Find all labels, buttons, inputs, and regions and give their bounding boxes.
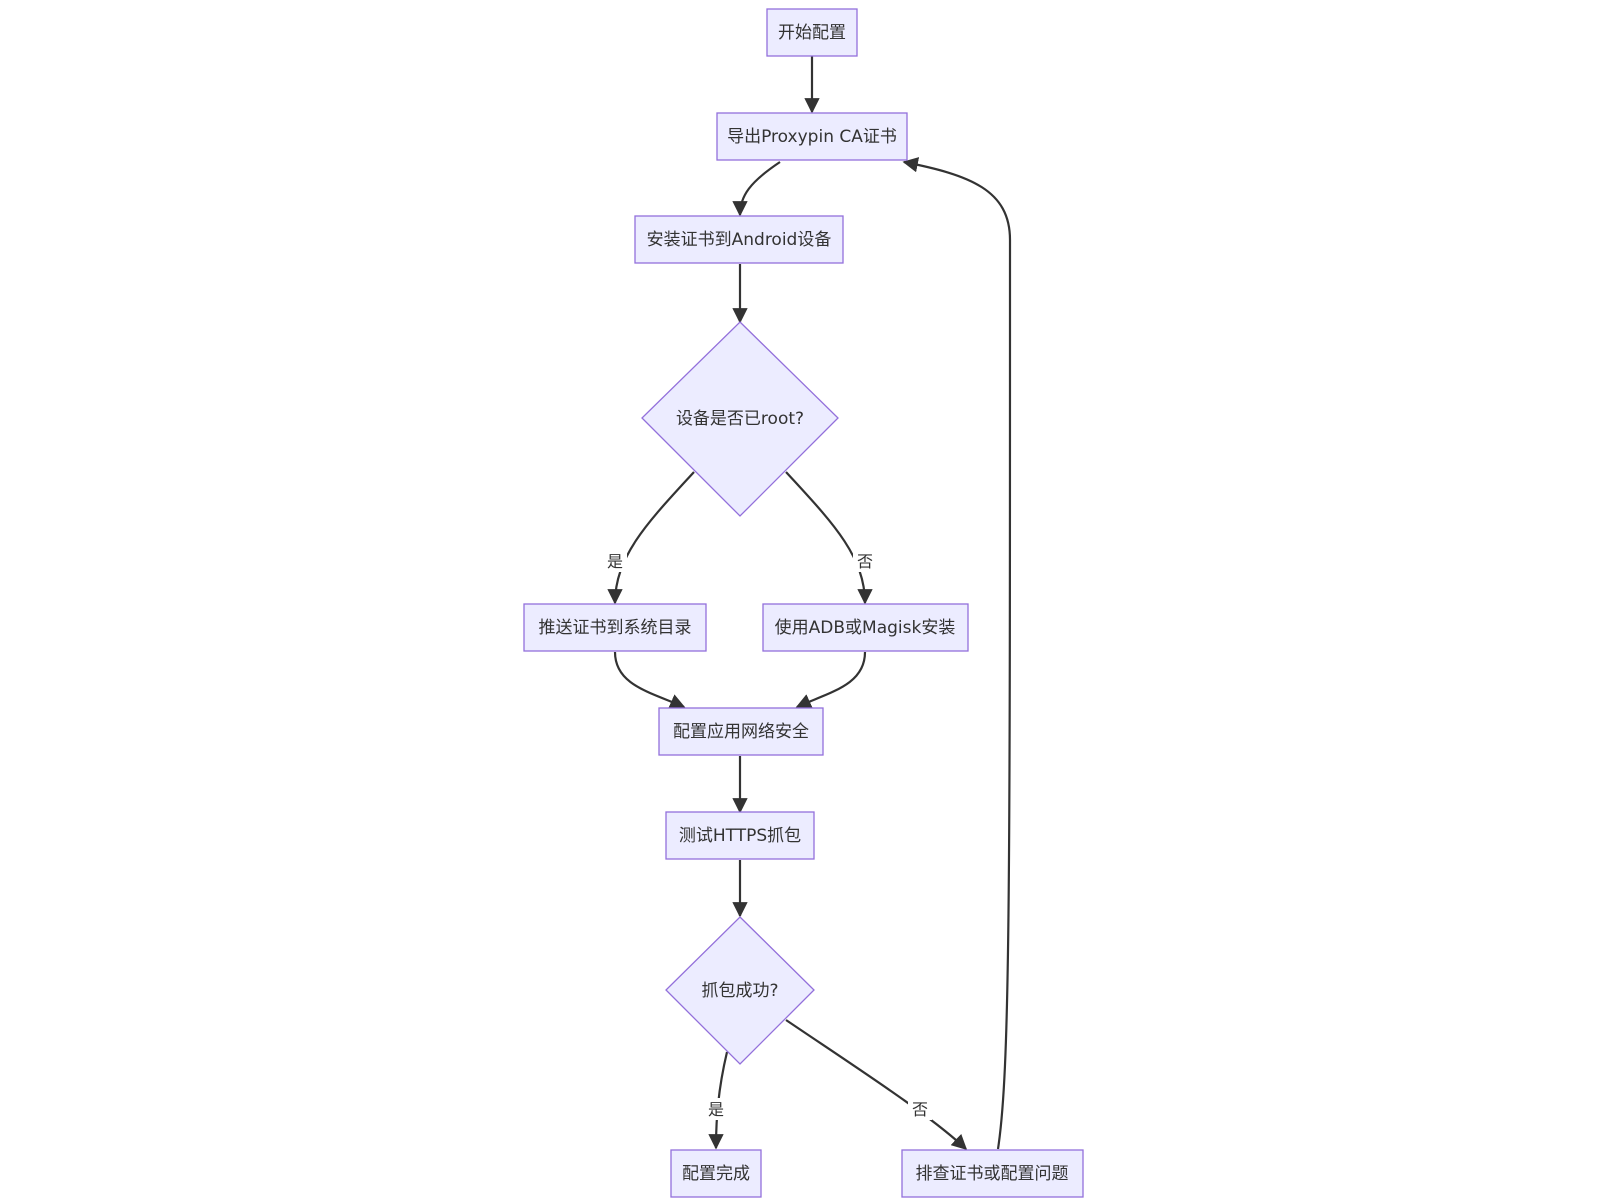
edge-labels: 是 否 是 否 bbox=[603, 550, 932, 1120]
node-start: 开始配置 bbox=[766, 8, 858, 57]
edge-debug-export bbox=[902, 157, 1012, 1150]
node-rooted-decision: 设备是否已root? bbox=[641, 321, 839, 517]
node-debug: 排查证书或配置问题 bbox=[901, 1149, 1084, 1198]
edge-export-install bbox=[732, 161, 781, 217]
node-netsec: 配置应用网络安全 bbox=[658, 707, 824, 756]
node-success-label: 抓包成功? bbox=[701, 981, 778, 1001]
edge-adb-netsec bbox=[795, 651, 867, 709]
node-start-label: 开始配置 bbox=[778, 23, 846, 43]
node-export: 导出Proxypin CA证书 bbox=[716, 112, 908, 161]
node-install: 安装证书到Android设备 bbox=[634, 215, 844, 264]
edge-push-netsec bbox=[613, 651, 686, 709]
nodes: 开始配置 导出Proxypin CA证书 安装证书到Android设备 设备是否… bbox=[523, 8, 1084, 1198]
node-adb: 使用ADB或Magisk安装 bbox=[762, 603, 969, 652]
edge-label-rooted-yes: 是 bbox=[607, 552, 623, 571]
edge-success-debug bbox=[785, 1019, 968, 1151]
edge-rooted-push bbox=[607, 471, 695, 605]
node-netsec-label: 配置应用网络安全 bbox=[673, 722, 809, 742]
edge-label-success-no: 否 bbox=[912, 1100, 928, 1119]
node-done: 配置完成 bbox=[670, 1149, 762, 1198]
node-test: 测试HTTPS抓包 bbox=[665, 811, 815, 860]
node-done-label: 配置完成 bbox=[682, 1164, 750, 1184]
node-rooted-label: 设备是否已root? bbox=[676, 409, 804, 429]
node-debug-label: 排查证书或配置问题 bbox=[916, 1164, 1069, 1184]
node-push-label: 推送证书到系统目录 bbox=[539, 618, 692, 638]
edge-rooted-adb bbox=[785, 471, 873, 605]
node-install-label: 安装证书到Android设备 bbox=[647, 230, 832, 250]
edge-label-rooted-no: 否 bbox=[857, 552, 873, 571]
node-adb-label: 使用ADB或Magisk安装 bbox=[775, 617, 956, 638]
edge-label-success-yes: 是 bbox=[708, 1100, 724, 1119]
node-push: 推送证书到系统目录 bbox=[523, 603, 707, 652]
edges bbox=[607, 56, 1012, 1151]
node-test-label: 测试HTTPS抓包 bbox=[679, 826, 801, 846]
node-export-label: 导出Proxypin CA证书 bbox=[727, 127, 897, 147]
node-success-decision: 抓包成功? bbox=[665, 916, 815, 1065]
